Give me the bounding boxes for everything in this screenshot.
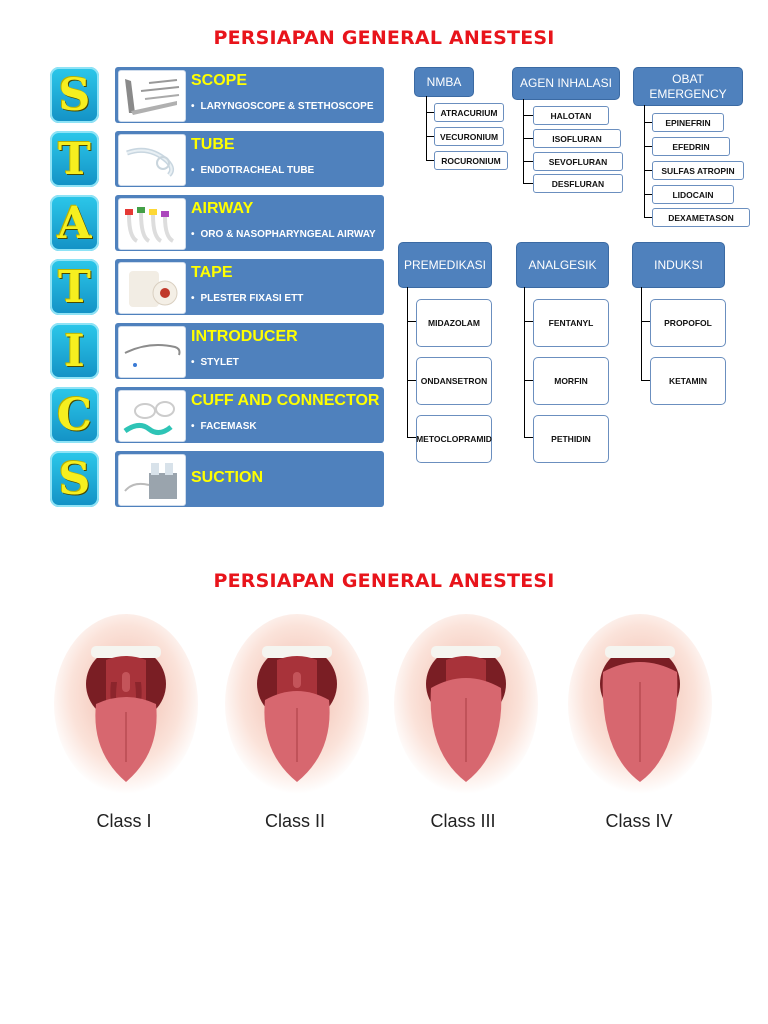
row-sub-scope: LARYNGOSCOPE & STETHOSCOPE — [191, 101, 374, 112]
item-metoclopramid: METOCLOPRAMID — [416, 415, 492, 463]
row-title-introducer: INTRODUCER — [191, 328, 298, 345]
statics-row-scope: SCOPE LARYNGOSCOPE & STETHOSCOPE — [115, 67, 384, 123]
item-vecuronium: VECURONIUM — [434, 127, 504, 146]
connector-premedikasi — [407, 287, 408, 437]
row-title-suction: SUCTION — [191, 469, 263, 486]
endotracheal-tube-image — [118, 134, 186, 186]
connector-tick — [641, 380, 650, 381]
statics-row-tape: TAPE PLESTER FIXASI ETT — [115, 259, 384, 315]
connector-tick — [523, 138, 533, 139]
item-midazolam: MIDAZOLAM — [416, 299, 492, 347]
connector-tick — [641, 321, 650, 322]
mallampati-class-3-image — [391, 612, 541, 797]
statics-letter-s2: S — [50, 451, 99, 507]
connector-tick — [426, 112, 434, 113]
row-title-tape: TAPE — [191, 264, 233, 281]
statics-row-suction: SUCTION — [115, 451, 384, 507]
connector-induksi — [641, 287, 642, 381]
connector-tick — [407, 437, 416, 438]
statics-letter-i: I — [50, 323, 99, 379]
item-fentanyl: FENTANYL — [533, 299, 609, 347]
connector-tick — [524, 321, 533, 322]
tape-image — [118, 262, 186, 314]
facemask-image — [118, 390, 186, 442]
connector-tick — [644, 170, 652, 171]
stylet-image — [118, 326, 186, 378]
connector-tick — [644, 122, 652, 123]
item-efedrin: EFEDRIN — [652, 137, 730, 156]
label-class-1: Class I — [96, 811, 152, 831]
row-sub-tape: PLESTER FIXASI ETT — [191, 293, 304, 304]
header-premedikasi: PREMEDIKASI — [398, 242, 492, 288]
statics-letter-t2: T — [50, 259, 99, 315]
connector-tick — [524, 380, 533, 381]
item-pethidin: PETHIDIN — [533, 415, 609, 463]
row-sub-introducer: STYLET — [191, 357, 239, 368]
connector-nmba — [426, 96, 427, 160]
row-title-scope: SCOPE — [191, 72, 248, 89]
header-obat-emergency: OBAT EMERGENCY — [633, 67, 743, 106]
item-desfluran: DESFLURAN — [533, 174, 623, 193]
header-analgesik: ANALGESIK — [516, 242, 609, 288]
row-sub-airway: ORO & NASOPHARYNGEAL AIRWAY — [191, 229, 376, 240]
item-propofol: PROPOFOL — [650, 299, 726, 347]
row-title-tube: TUBE — [191, 136, 235, 153]
connector-inhalasi — [523, 99, 524, 183]
item-ondansetron: ONDANSETRON — [416, 357, 492, 405]
connector-tick — [523, 161, 533, 162]
item-sulfas-atropin: SULFAS ATROPIN — [652, 161, 744, 180]
header-agen-inhalasi: AGEN INHALASI — [512, 67, 620, 100]
statics-letter-c: C — [50, 387, 99, 443]
header-obat-emergency-label: OBAT EMERGENCY — [649, 71, 727, 101]
connector-tick — [426, 160, 434, 161]
connector-tick — [644, 217, 652, 218]
connector-emergency — [644, 105, 645, 217]
row-sub-tube: ENDOTRACHEAL TUBE — [191, 165, 315, 176]
header-induksi: INDUKSI — [632, 242, 725, 288]
connector-tick — [644, 146, 652, 147]
page-title-bottom: PERSIAPAN GENERAL ANESTESI — [213, 570, 555, 592]
row-sub-cuff: FACEMASK — [191, 421, 257, 432]
item-ketamin: KETAMIN — [650, 357, 726, 405]
statics-letter-s: S — [50, 67, 99, 123]
connector-analgesik — [524, 287, 525, 437]
statics-letter-a: A — [50, 195, 99, 251]
statics-row-cuff: CUFF AND CONNECTOR FACEMASK — [115, 387, 384, 443]
mallampati-class-1-image — [51, 612, 201, 797]
item-isofluran: ISOFLURAN — [533, 129, 621, 148]
row-title-cuff: CUFF AND CONNECTOR — [191, 392, 380, 409]
label-class-3: Class III — [430, 811, 496, 831]
mallampati-class-2-image — [222, 612, 372, 797]
connector-tick — [426, 136, 434, 137]
item-epinefrin: EPINEFRIN — [652, 113, 724, 132]
statics-row-tube: TUBE ENDOTRACHEAL TUBE — [115, 131, 384, 187]
connector-tick — [523, 183, 533, 184]
statics-row-airway: AIRWAY ORO & NASOPHARYNGEAL AIRWAY — [115, 195, 384, 251]
row-title-airway: AIRWAY — [191, 200, 254, 217]
item-lidocain: LIDOCAIN — [652, 185, 734, 204]
label-class-2: Class II — [264, 811, 325, 831]
connector-tick — [523, 115, 533, 116]
item-atracurium: ATRACURIUM — [434, 103, 504, 122]
item-morfin: MORFIN — [533, 357, 609, 405]
item-halotan: HALOTAN — [533, 106, 609, 125]
statics-row-introducer: INTRODUCER STYLET — [115, 323, 384, 379]
item-dexametason: DEXAMETASON — [652, 208, 750, 227]
connector-tick — [407, 380, 416, 381]
page-title-top: PERSIAPAN GENERAL ANESTESI — [213, 27, 555, 49]
airway-image — [118, 198, 186, 250]
mallampati-class-4-image — [565, 612, 715, 797]
item-rocuronium: ROCURONIUM — [434, 151, 508, 170]
suction-machine-image — [118, 454, 186, 506]
label-class-4: Class IV — [605, 811, 673, 831]
header-nmba: NMBA — [414, 67, 474, 97]
connector-tick — [407, 321, 416, 322]
laryngoscope-image — [118, 70, 186, 122]
connector-tick — [524, 437, 533, 438]
connector-tick — [644, 194, 652, 195]
statics-letter-t: T — [50, 131, 99, 187]
item-sevofluran: SEVOFLURAN — [533, 152, 623, 171]
